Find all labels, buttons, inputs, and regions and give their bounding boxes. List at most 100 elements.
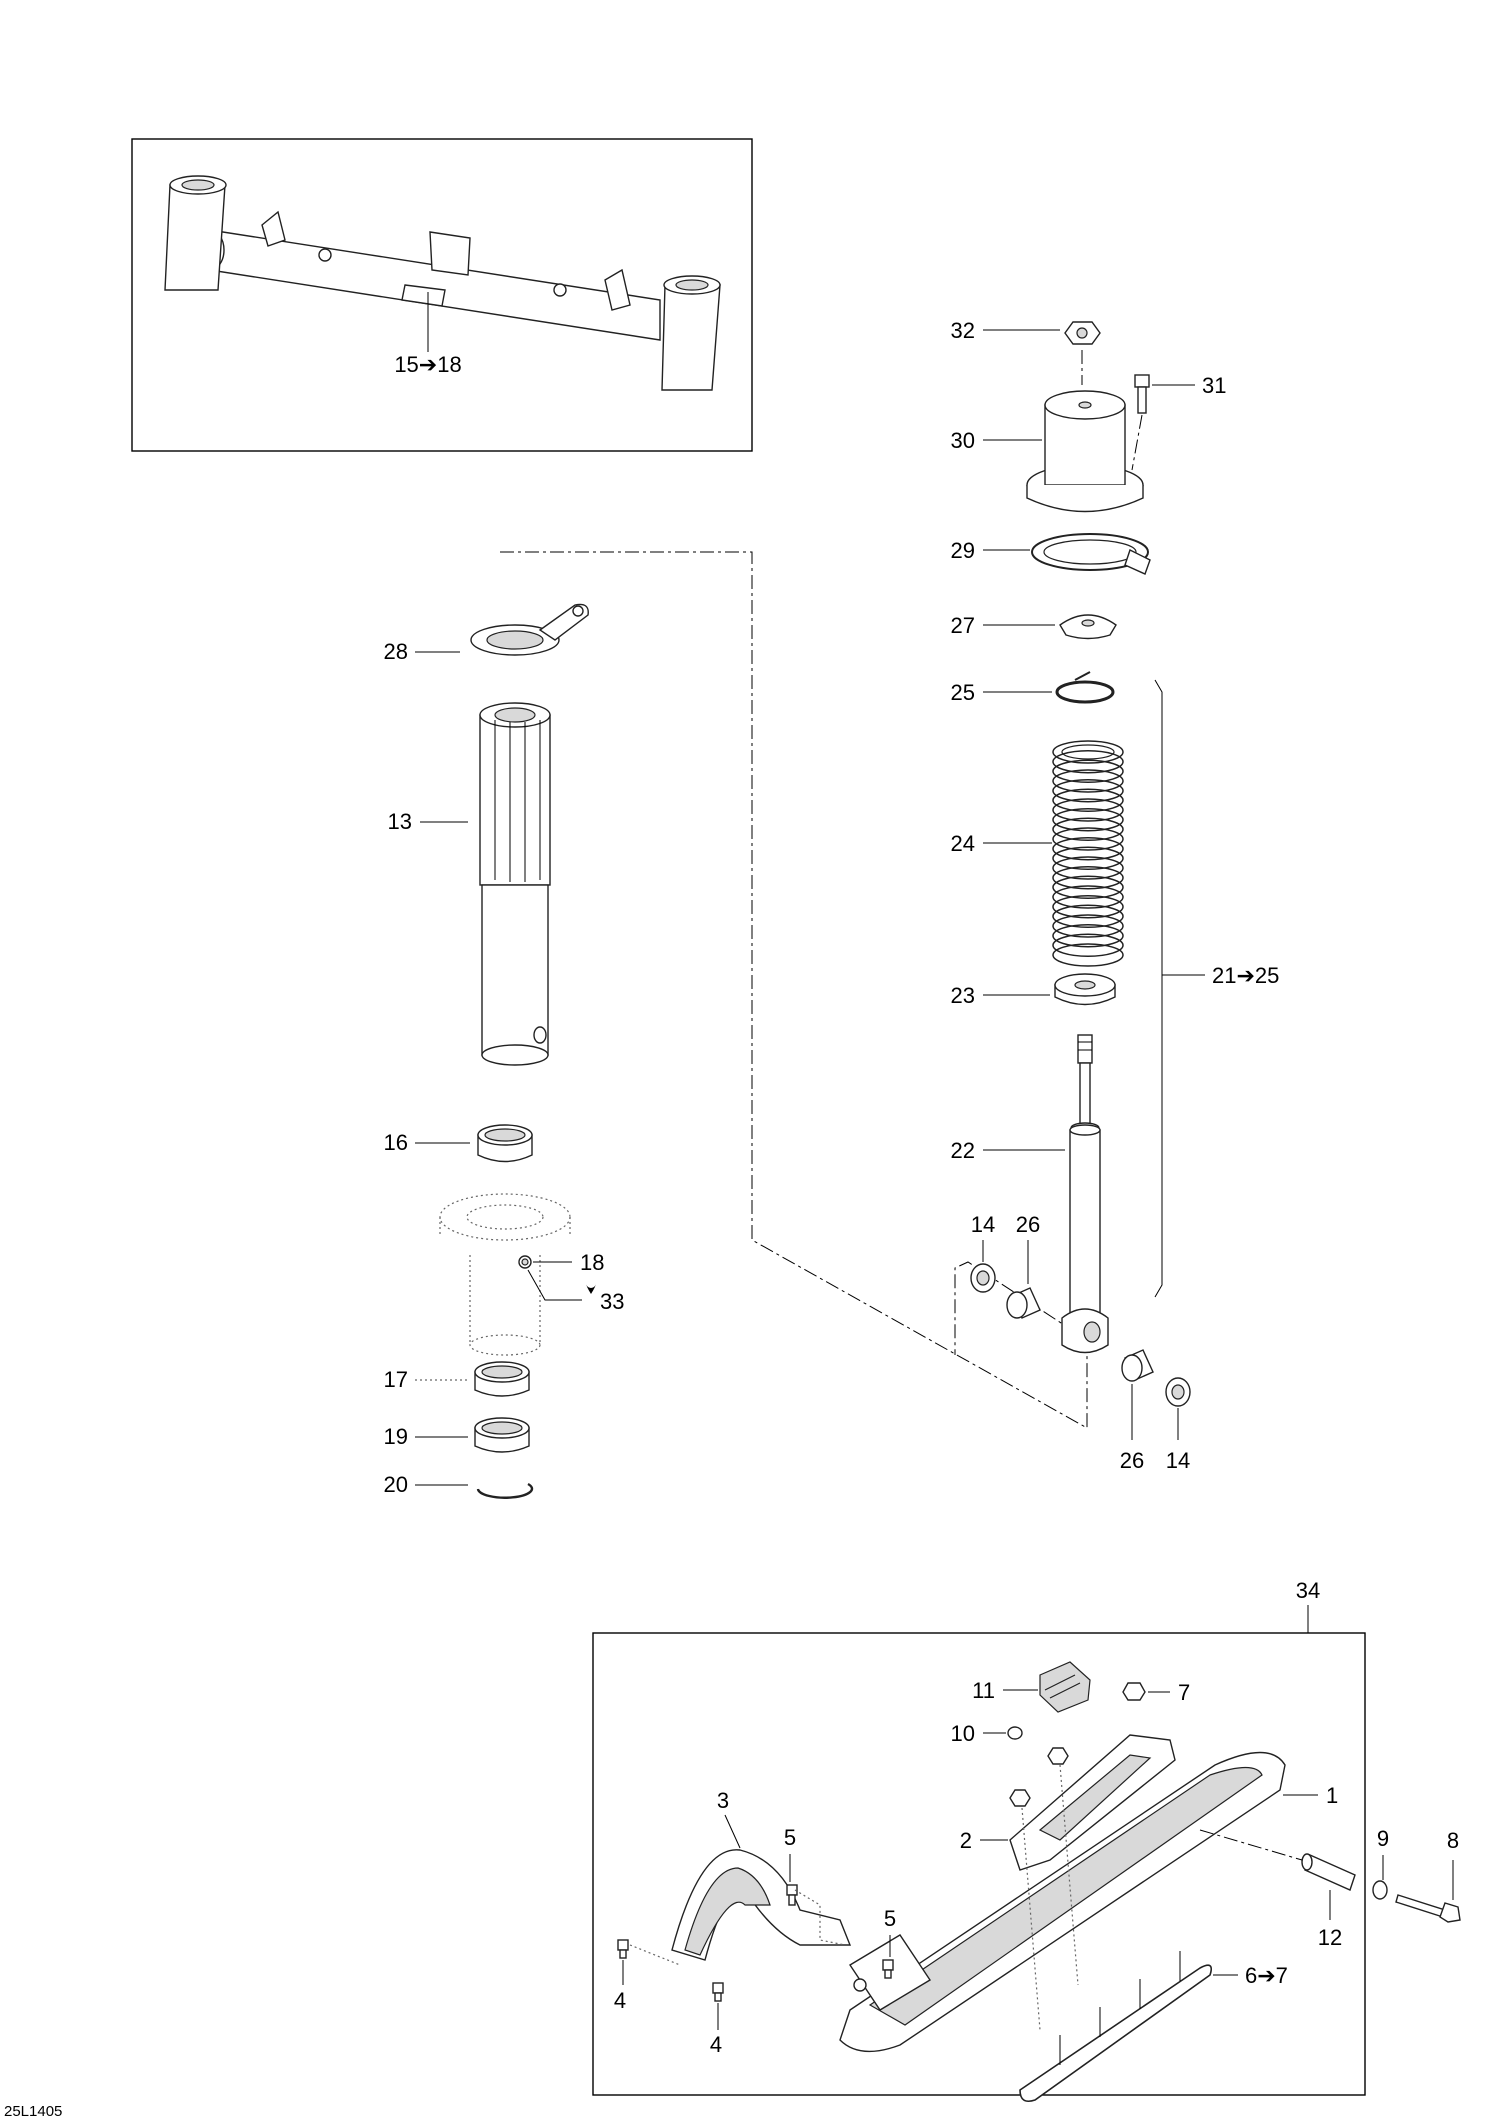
- shock-assembly: 32 31 30 29: [951, 318, 1280, 1473]
- callout-13: 13: [388, 809, 412, 834]
- spring-coil: [1052, 865, 1124, 890]
- callout-5-lower: 5: [884, 1906, 896, 1931]
- callout-26-top: 26: [1016, 1212, 1040, 1237]
- callout-30: 30: [951, 428, 975, 453]
- part-31-screw: [1134, 374, 1150, 414]
- spring-coil: [1052, 836, 1124, 861]
- part-14-washer-left: [970, 1263, 996, 1293]
- spring-coil: [1052, 885, 1124, 909]
- spring-coil: [1052, 807, 1124, 832]
- callout-2: 2: [960, 1828, 972, 1853]
- part-29-clip-ring: [1031, 533, 1151, 575]
- spring-coil: [1052, 778, 1124, 803]
- part-13-splined-shaft: [479, 702, 551, 1066]
- callout-5-upper: 5: [784, 1825, 796, 1850]
- spring-coil: [1052, 943, 1124, 967]
- part-4-screw-right: [712, 1982, 724, 2002]
- part-5-bolt-lower: [882, 1959, 894, 1979]
- part-20-circlip: [476, 1482, 534, 1499]
- callout-28: 28: [384, 639, 408, 664]
- callout-25: 25: [951, 680, 975, 705]
- spring-coil: [1052, 759, 1124, 784]
- callout-1: 1: [1326, 1783, 1338, 1808]
- part-3-ski-handle: [671, 1849, 852, 1961]
- part-26-spacer-right: [1121, 1349, 1154, 1382]
- part-30-cap: [1026, 390, 1144, 513]
- part-26-spacer-left: [1006, 1287, 1041, 1319]
- part-27-washer: [1059, 614, 1117, 640]
- callout-31: 31: [1202, 373, 1226, 398]
- alignment-line: [500, 551, 1088, 1429]
- spring-coil-inner: [1061, 744, 1115, 760]
- part-2-mounting-block: [1009, 1734, 1176, 1871]
- callout-9: 9: [1377, 1826, 1389, 1851]
- inset-frame: [131, 138, 753, 452]
- part-18-grease-fitting: [518, 1255, 532, 1269]
- part-14-washer-right: [1165, 1377, 1191, 1407]
- spring-coil: [1052, 749, 1124, 774]
- callout-11: 11: [972, 1678, 995, 1703]
- callout-18: 18: [580, 1250, 604, 1275]
- callout-24: 24: [951, 831, 975, 856]
- spring-coil: [1052, 856, 1124, 880]
- ski-inset-frame: [592, 1632, 1366, 2096]
- oil-drop-icon: [586, 1283, 596, 1294]
- block-nut-icon: [1047, 1747, 1069, 1765]
- bracket-21-25: [1154, 679, 1163, 1298]
- part-16-bushing: [477, 1124, 533, 1163]
- part-9-washer: [1372, 1880, 1388, 1900]
- callout-22: 22: [951, 1138, 975, 1163]
- spring-coil: [1052, 769, 1124, 793]
- spring-coil: [1052, 827, 1124, 851]
- spring-coil: [1052, 904, 1124, 929]
- spring-coil: [1052, 875, 1124, 900]
- callout-14-top: 14: [971, 1212, 995, 1237]
- part-4-screw-left: [617, 1939, 629, 1959]
- cross-tube-inset: 15➔18: [131, 138, 753, 452]
- spindle-assembly: 28 13 16: [384, 603, 624, 1499]
- callout-34: 34: [1296, 1578, 1320, 1603]
- cross-tube-illustration: [164, 175, 721, 391]
- callout-3: 3: [717, 1788, 729, 1813]
- callout-14-bottom: 14: [1166, 1448, 1190, 1473]
- part-6-7-runner: [1019, 1951, 1213, 2103]
- part-12-sleeve: [1301, 1853, 1356, 1891]
- spring-coil: [1052, 914, 1124, 938]
- spring-coil: [1052, 894, 1124, 919]
- spring-coil: [1052, 817, 1124, 842]
- callout-10: 10: [951, 1721, 975, 1746]
- part-5-bolt-upper: [786, 1884, 798, 1906]
- part-17-bushing: [474, 1361, 530, 1397]
- callout-29: 29: [951, 538, 975, 563]
- callout-17: 17: [384, 1367, 408, 1392]
- callout-4-left: 4: [614, 1988, 626, 2013]
- callout-33: 33: [600, 1289, 624, 1314]
- part-32-nut: [1064, 321, 1101, 345]
- callout-27: 27: [951, 613, 975, 638]
- part-28-stopper-plate: [470, 603, 589, 656]
- part-8-bolt: [1395, 1894, 1461, 1923]
- diagram-code: 25L1405: [4, 2103, 62, 2120]
- spring-coil: [1052, 846, 1124, 871]
- callout-4-right: 4: [710, 2032, 722, 2057]
- callout-12: 12: [1318, 1925, 1342, 1950]
- callout-19: 19: [384, 1424, 408, 1449]
- part-7-nut: [1122, 1682, 1146, 1701]
- callout-7: 7: [1178, 1680, 1190, 1705]
- part-22-shock-absorber: [1061, 1034, 1109, 1354]
- spring-coil: [1052, 933, 1124, 958]
- callout-23: 23: [951, 983, 975, 1008]
- part-11-wear-pad: [1039, 1661, 1091, 1713]
- part-23-spring-seat: [1054, 973, 1116, 1006]
- ski-assembly-inset: 34 1 6➔7 2: [592, 1578, 1461, 2103]
- callout-6-7: 6➔7: [1245, 1963, 1288, 1988]
- part-1-ski: [839, 1751, 1286, 2053]
- block-nut-icon: [1009, 1789, 1031, 1807]
- callout-26-bottom: 26: [1120, 1448, 1144, 1473]
- spring-coil: [1052, 788, 1124, 813]
- part-24-coil-spring: [1052, 740, 1124, 967]
- part-25-spring-retainer: [1055, 671, 1115, 704]
- callout-32: 32: [951, 318, 975, 343]
- part-10-washer: [1007, 1726, 1023, 1740]
